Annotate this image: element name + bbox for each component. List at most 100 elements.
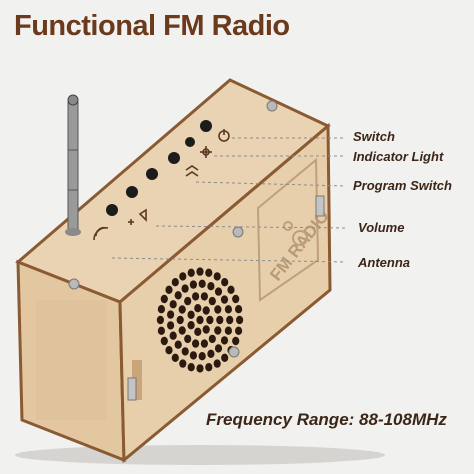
- speaker-hole: [187, 310, 195, 319]
- speaker-hole: [171, 278, 179, 287]
- callout-antenna: Antenna: [358, 255, 410, 270]
- print-panel-outline: [256, 157, 320, 302]
- speaker-hole: [224, 326, 232, 335]
- speaker-hole: [189, 280, 197, 289]
- speaker-hole: [194, 327, 202, 336]
- speaker-hole: [196, 267, 204, 276]
- speaker-hole: [179, 359, 187, 368]
- speaker-hole: [200, 339, 208, 348]
- speaker-hole: [214, 344, 223, 353]
- speaker-hole: [206, 315, 214, 325]
- screw-bracket: [315, 195, 325, 217]
- speaker-hole: [221, 278, 229, 287]
- antenna-icon: [93, 226, 109, 241]
- print-circle: [292, 230, 308, 246]
- volume-knob-2: [106, 204, 118, 216]
- speaker-hole: [174, 340, 182, 349]
- speaker-hole: [198, 279, 206, 288]
- speaker-grille: [156, 267, 244, 373]
- antenna-base: [65, 228, 81, 236]
- callout-program-switch: Program Switch: [353, 178, 452, 193]
- speaker-hole: [214, 326, 222, 335]
- speaker-hole: [202, 325, 210, 334]
- speaker-hole: [165, 346, 173, 355]
- speaker-hole: [181, 284, 189, 293]
- speaker-hole: [192, 339, 200, 348]
- callout-switch: Switch: [353, 129, 395, 144]
- speaker-hole: [169, 300, 177, 309]
- print-circle-small: [283, 221, 293, 231]
- speaker-hole: [221, 353, 229, 362]
- speaker-hole: [205, 268, 213, 277]
- speaker-hole: [235, 305, 243, 314]
- side-tab: [132, 360, 142, 400]
- speaker-hole: [184, 334, 192, 344]
- program-switch-icon: [185, 165, 199, 177]
- callout-indicator-light: Indicator Light: [353, 149, 444, 164]
- speaker-hole: [179, 272, 187, 281]
- speaker-hole: [160, 336, 168, 346]
- speaker-hole: [157, 305, 165, 314]
- speaker-hole: [226, 315, 234, 325]
- speaker-hole: [214, 305, 222, 314]
- speaker-hole: [220, 295, 229, 304]
- speaker-hole: [214, 287, 223, 296]
- speaker-hole: [205, 363, 213, 372]
- frequency-range: Frequency Range: 88-108MHz: [206, 410, 447, 429]
- speaker-hole: [232, 336, 240, 346]
- speaker-hole: [187, 363, 195, 372]
- speaker-hole: [202, 306, 210, 315]
- speaker-hole: [189, 351, 197, 360]
- power-icon: [218, 129, 230, 142]
- speaker-hole: [167, 310, 175, 319]
- callout-volume: Volume: [358, 220, 405, 235]
- speaker-hole: [178, 305, 186, 314]
- speaker-hole: [167, 321, 175, 330]
- speaker-hole: [220, 336, 229, 345]
- speaker-hole: [192, 292, 200, 301]
- screw: [266, 100, 278, 112]
- speaker-hole: [232, 294, 240, 304]
- screw: [68, 278, 80, 290]
- speaker-hole: [176, 315, 184, 325]
- speaker-hole: [208, 334, 216, 344]
- speaker-hole: [171, 353, 179, 362]
- speaker-hole: [178, 326, 186, 335]
- screw: [232, 226, 244, 238]
- speaker-hole: [235, 326, 243, 335]
- speaker-hole: [224, 305, 232, 314]
- speaker-hole: [213, 272, 221, 281]
- page-title: Functional FM Radio: [14, 10, 290, 42]
- program-knob-2: [146, 168, 158, 180]
- speaker-hole: [198, 352, 206, 361]
- speaker-hole: [196, 315, 204, 325]
- speaker-hole: [184, 296, 192, 306]
- speaker-hole: [208, 296, 216, 306]
- antenna-tip: [67, 94, 79, 106]
- speaker-hole: [213, 359, 221, 368]
- radio-front-face: [118, 122, 332, 464]
- speaker-hole: [200, 292, 208, 301]
- indicator-light: [185, 137, 195, 147]
- speaker-hole: [165, 285, 173, 294]
- antenna-rod: [67, 101, 79, 233]
- speaker-hole: [174, 291, 182, 300]
- volume-knob: [126, 186, 138, 198]
- speaker-hole: [236, 315, 244, 325]
- volume-icon: [128, 208, 147, 225]
- switch-knob: [200, 120, 212, 132]
- speaker-hole: [196, 364, 204, 373]
- callout-lines: [111, 137, 347, 263]
- speaker-hole: [169, 331, 177, 340]
- speaker-hole: [187, 321, 195, 330]
- speaker-hole: [157, 326, 165, 335]
- screw-bracket: [127, 377, 137, 401]
- speaker-hole: [216, 315, 224, 325]
- screw: [228, 346, 240, 358]
- speaker-hole: [207, 349, 215, 358]
- floor-shadow: [15, 445, 385, 465]
- speaker-hole: [160, 294, 168, 304]
- light-icon: [200, 146, 212, 158]
- side-panel: [36, 300, 106, 420]
